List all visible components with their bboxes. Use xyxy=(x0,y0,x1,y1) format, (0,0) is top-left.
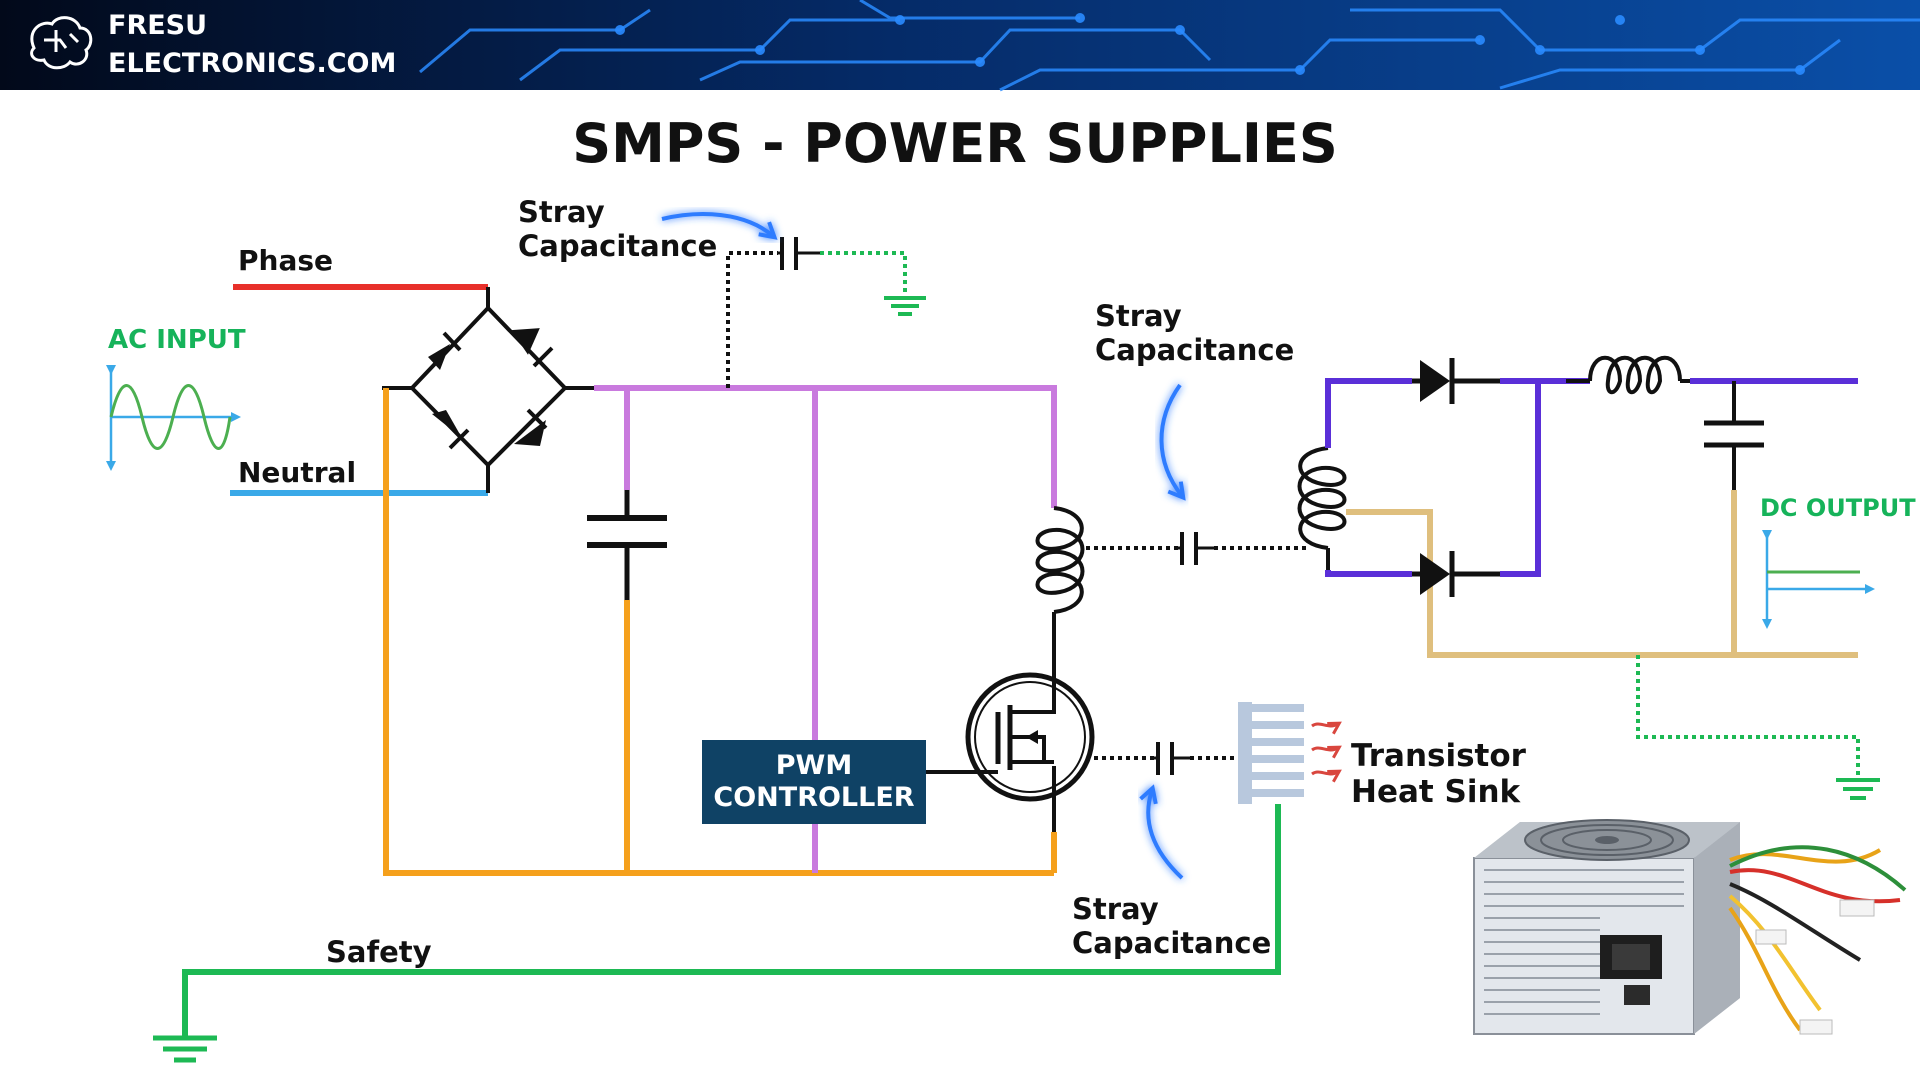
pointer-arrow-icon xyxy=(1159,383,1186,501)
brand-name-line1: FRESU xyxy=(108,10,207,41)
dc-positive-rail xyxy=(594,385,1057,508)
bridge-rectifier xyxy=(382,287,594,493)
ground-symbol-icon xyxy=(884,296,926,316)
header-banner: FRESU ELECTRONICS.COM xyxy=(0,0,1920,92)
pointer-arrow-icon xyxy=(661,212,778,240)
ac-sine-wave-icon xyxy=(106,365,241,471)
stray-capacitance-label-2b: Capacitance xyxy=(1095,333,1294,367)
secondary-top-wire xyxy=(1325,378,1412,448)
safety-label: Safety xyxy=(326,935,432,969)
psu-unit-image xyxy=(1473,819,1907,1035)
diode-icon xyxy=(428,331,462,370)
page-title: SMPS - POWER SUPPLIES xyxy=(572,112,1338,175)
brand-name-line2: ELECTRONICS.COM xyxy=(108,48,396,79)
stray-capacitance-label-3b: Capacitance xyxy=(1072,926,1271,960)
ground-symbol-icon xyxy=(1836,778,1880,800)
diode-icon xyxy=(514,408,548,446)
output-inductor xyxy=(1566,355,1690,395)
diode-icon xyxy=(511,328,554,368)
output-diode-bottom xyxy=(1412,551,1500,597)
safety-earth-line xyxy=(182,804,1281,1038)
stray-capacitance-label-1b: Capacitance xyxy=(518,229,717,263)
transformer-primary-winding xyxy=(1035,506,1085,680)
neutral-label: Neutral xyxy=(238,456,356,489)
stray-capacitance-label-2a: Stray xyxy=(1095,299,1182,333)
stray-capacitance-heatsink xyxy=(1094,742,1236,775)
ac-input-label: AC INPUT xyxy=(108,325,246,355)
output-ground-wire xyxy=(1636,655,1860,778)
pwm-label-line1: PWM xyxy=(776,750,852,781)
output-capacitor xyxy=(1704,381,1764,490)
heat-arrows-icon xyxy=(1311,721,1342,783)
transformer-secondary-winding xyxy=(1297,446,1347,570)
dc-negative-rail xyxy=(383,388,1054,876)
ground-symbol-icon xyxy=(153,1035,217,1063)
mosfet-transistor xyxy=(926,672,1095,832)
stray-capacitance-label-3a: Stray xyxy=(1072,892,1159,926)
dc-waveform-icon xyxy=(1762,530,1875,629)
diode-icon xyxy=(432,410,470,450)
phase-label: Phase xyxy=(238,244,333,277)
pwm-controller: PWM CONTROLLER xyxy=(702,740,926,824)
pointer-arrow-icon xyxy=(1139,784,1184,880)
stray-capacitance-label-1a: Stray xyxy=(518,195,605,229)
output-diode-top xyxy=(1412,358,1500,404)
heatsink-label-line2: Heat Sink xyxy=(1351,774,1522,810)
heatsink-label-line1: Transistor xyxy=(1351,738,1527,774)
stray-capacitance-top xyxy=(726,237,926,388)
pwm-label-line2: CONTROLLER xyxy=(713,782,914,813)
dc-output-label: DC OUTPUT xyxy=(1760,494,1916,522)
bulk-capacitor xyxy=(587,490,667,600)
stray-capacitance-transformer xyxy=(1086,532,1306,565)
heat-sink xyxy=(1238,702,1304,804)
brain-circuit-icon xyxy=(30,16,93,70)
